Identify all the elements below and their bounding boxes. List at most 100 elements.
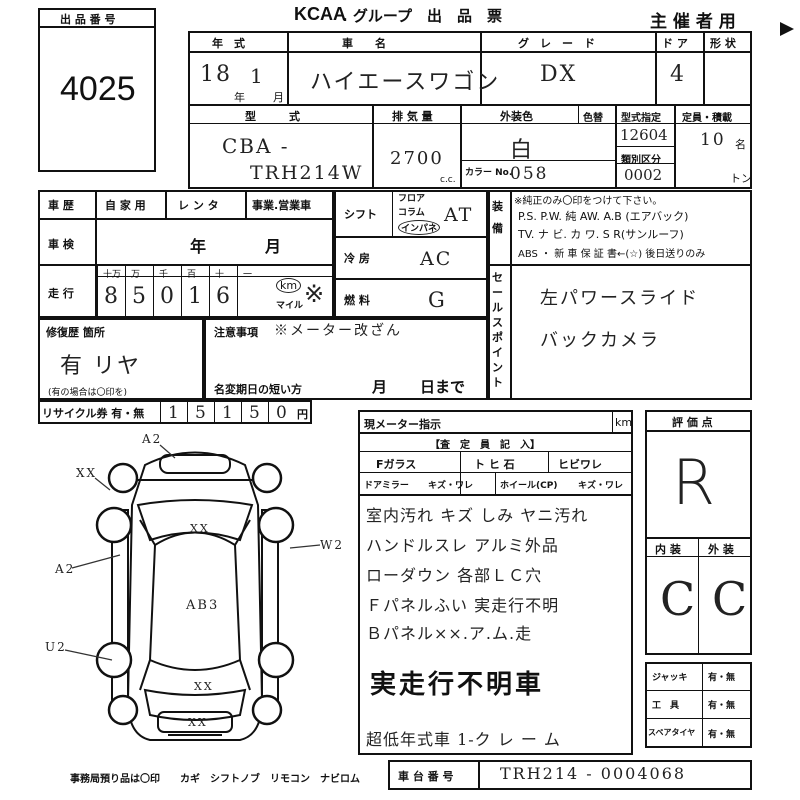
transfer-day: 日まで (420, 378, 466, 396)
equipment-note: ※純正のみ〇印をつけて下さい。 (514, 196, 663, 207)
jack-yes-no: 有・無 (708, 673, 736, 683)
inspector-section-title: 【査 定 員 記 入】 (430, 440, 540, 451)
ext-color-value: 白 (510, 138, 535, 163)
recycle-box (38, 400, 312, 424)
remark-3: ローダウン 各部ＬＣ穴 (366, 566, 543, 585)
interior-label: 内 装 (655, 543, 681, 556)
doors-value: 4 (670, 62, 686, 87)
organizer-label: 主 催 者 用 (650, 12, 736, 32)
recycle-label: リサイクル券 有・無 (42, 407, 145, 420)
mirror-label: ドアミラー (364, 481, 409, 491)
type-designation-value: 12604 (620, 126, 668, 144)
notes-label: 注意事項 (214, 326, 258, 339)
recycle-digit: 1 (222, 403, 235, 423)
recycle-digit: 0 (276, 403, 289, 423)
tools-yes-no: 有・無 (708, 701, 736, 711)
history-table (38, 190, 334, 318)
category-value: 0002 (624, 166, 663, 184)
mirror-options: キズ・ワレ (428, 481, 474, 491)
mileage-digit-label: 十 (215, 270, 225, 280)
shift-column: コラム (398, 208, 425, 218)
grade-value: DX (540, 62, 578, 87)
shift-floor: フロア (398, 194, 426, 204)
remark-1: 室内汚れ キズ しみ ヤニ汚れ (366, 506, 589, 525)
damage-mark-left: A2 (55, 562, 76, 576)
chassis-label: 車 台 番 号 (398, 770, 454, 783)
mileage-digit-label: 百 (187, 270, 197, 280)
mileage-digit: 1 (188, 284, 204, 309)
fuel-value: G (428, 288, 447, 312)
damage-mark-bumper: XX (188, 716, 208, 729)
load-unit: トン (730, 172, 752, 185)
displacement-value: 2700 (390, 148, 444, 169)
repair-label: 修復歴 箇所 (46, 326, 105, 339)
inspection-label: 車 検 (48, 238, 74, 251)
mileage-digit-label: 一 (243, 270, 253, 280)
recycle-digit: 5 (249, 403, 262, 423)
capacity-label: 定員・積載 (682, 113, 732, 124)
glass-label: Fガラス (376, 458, 417, 471)
rating-label: 評 価 点 (672, 416, 713, 429)
year-value: 18 (200, 62, 232, 87)
equipment-line2: TV. ナ ビ. カ ワ. S R(サンルーフ) (518, 228, 684, 241)
shift-panel: インパネ (398, 220, 441, 235)
ac-label: 冷 房 (344, 252, 370, 265)
spare-yes-no: 有・無 (708, 730, 736, 740)
bottom-remark: 超低年式車 1-ク レ ー ム (366, 730, 561, 749)
damage-mark-hood: XX (190, 522, 210, 535)
meter-unit: km (615, 416, 633, 429)
mileage-mark: ※ (304, 280, 327, 308)
history-rental: レ ン タ (178, 199, 219, 212)
history-label: 車 歴 (48, 199, 74, 212)
remark-2: ハンドルスレ アルミ外品 (366, 536, 559, 555)
office-note: 事務局預り品は〇印 カギ シフトノブ リモコン ナビロム (70, 774, 360, 785)
color-code-value: 058 (510, 164, 549, 184)
mileage-label: 走 行 (48, 287, 74, 300)
wheel-options: キズ・ワレ (578, 481, 624, 491)
recycle-digit: 5 (195, 403, 208, 423)
sales-point-line1: 左パワースライド (540, 288, 700, 309)
model-label: 型 式 (245, 110, 300, 123)
inspector-box (358, 410, 633, 755)
specs-table (334, 190, 488, 318)
interior-score: C (660, 572, 698, 626)
remark-4: Ｆパネルふい 実走行不明 (366, 596, 560, 615)
sales-point-line2: バックカメラ (540, 330, 660, 351)
glass-options: ト ヒ 石 (474, 458, 515, 471)
name-label: 車 名 (342, 37, 386, 50)
month-value: 1 (250, 64, 265, 88)
displacement-label: 排 気 量 (392, 110, 433, 123)
mileage-digit: 8 (104, 284, 120, 309)
month-suffix: 月 (273, 91, 284, 104)
meter-label: 現メーター指示 (364, 418, 441, 431)
transfer-month: 月 (372, 378, 388, 396)
brand-logo: KCAA (294, 4, 346, 24)
grade-label: グ レ ー ド (518, 37, 595, 50)
shift-value: AT (444, 204, 474, 226)
lot-number: 4025 (60, 70, 136, 108)
mile-unit: マイル (276, 301, 304, 311)
mileage-digit: 6 (216, 284, 232, 309)
color-no-label: カラー No. (465, 168, 513, 178)
remark-5: Ｂパネル××.ア.ム.走 (366, 624, 533, 643)
sales-point-label: セールスポイント (492, 271, 503, 389)
capacity-unit: 名 (735, 138, 746, 151)
inspection-year: 年 (190, 237, 207, 256)
ac-value: AC (420, 248, 453, 270)
fuel-label: 燃 料 (344, 294, 370, 307)
model-line2: TRH214W (250, 162, 364, 184)
equipment-table (488, 190, 752, 400)
equipment-label: 装 備 (492, 200, 503, 235)
shift-label: シフト (344, 208, 377, 221)
spare-label: スペアタイヤ (648, 728, 696, 737)
repair-box (38, 318, 204, 400)
mileage-digit: 0 (160, 284, 176, 309)
wheel-label: ホイール(CP) (500, 481, 558, 491)
sheet-title: . グループ 出 品 票 (342, 7, 503, 25)
year-suffix: 年 (234, 91, 245, 104)
notes-box (204, 318, 488, 400)
damage-mark-rear-left: U2 (45, 640, 67, 654)
repair-value: 有 リヤ (60, 354, 141, 379)
vehicle-name: ハイエースワゴン (310, 70, 501, 95)
equipment-check-box (645, 662, 752, 748)
